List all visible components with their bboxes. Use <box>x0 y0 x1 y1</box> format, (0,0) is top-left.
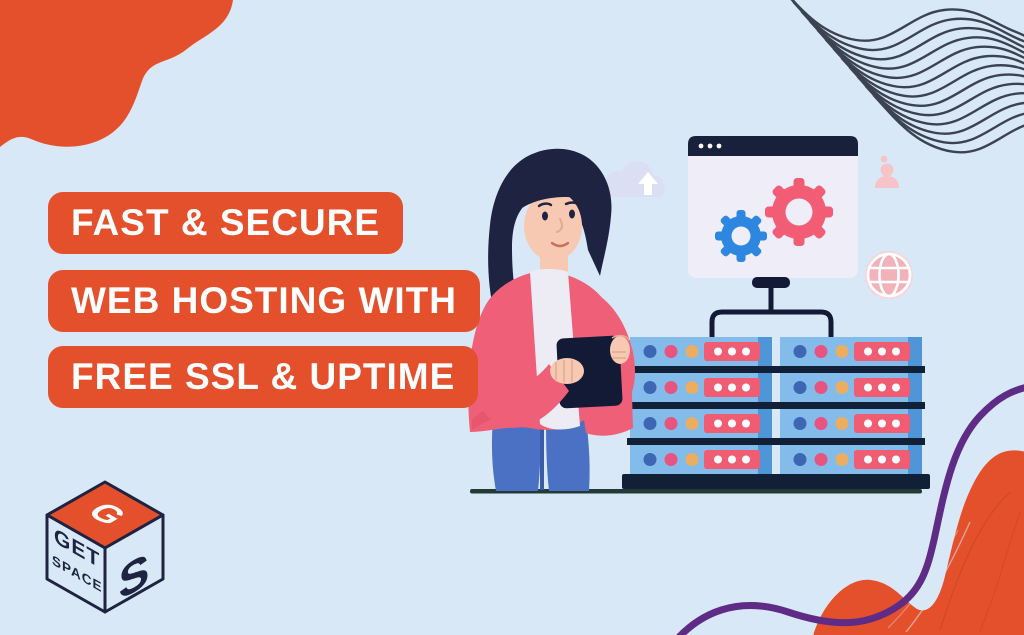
browser-window <box>688 136 858 338</box>
logo: G S GET SPACE <box>45 480 165 614</box>
orange-blob-top-left <box>0 0 233 147</box>
hair-fringe <box>522 171 600 218</box>
right-hand <box>610 334 630 364</box>
globe-icon <box>865 251 913 299</box>
headline-line-3: FREE SSL & UPTIME <box>71 356 456 397</box>
window-dots-icon <box>698 143 722 149</box>
orange-blob-bottom-right <box>813 450 1024 635</box>
logo-right-face <box>103 513 165 614</box>
user-icon <box>875 155 899 188</box>
left-sleeve <box>474 306 569 428</box>
headline-banner-1: FAST & SECURE <box>48 192 404 254</box>
person-illustration <box>468 148 635 491</box>
headline-banner-3: FREE SSL & UPTIME <box>48 346 479 408</box>
network-connector <box>709 277 834 338</box>
face-features <box>537 201 580 248</box>
cloud-upload-icon <box>605 161 665 197</box>
left-hand <box>550 358 584 384</box>
tablet <box>556 335 623 409</box>
headline-line-1: FAST & SECURE <box>71 202 381 243</box>
purple-wave-line <box>676 384 1024 635</box>
headline-line-2: WEB HOSTING WITH <box>71 280 457 321</box>
server-racks <box>622 337 930 489</box>
settings-gears-icon <box>715 178 833 262</box>
headline-banner-2: WEB HOSTING WITH <box>48 270 480 332</box>
